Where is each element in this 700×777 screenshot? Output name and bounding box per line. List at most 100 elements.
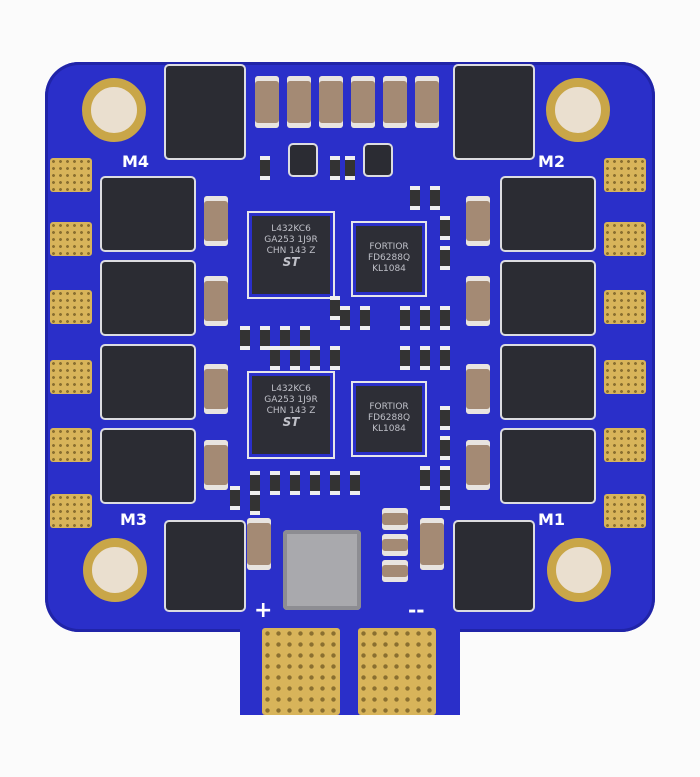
mosfet (502, 346, 594, 418)
mcu-chip: L432KC6 GA253 1J9R CHN 143 Z ST (252, 376, 330, 454)
smd-resistor (420, 470, 430, 486)
capacitor (204, 364, 228, 414)
smd-resistor (440, 470, 450, 486)
smd-resistor (440, 490, 450, 506)
smd-resistor (270, 350, 280, 366)
smd-resistor (310, 475, 320, 491)
motor-solder-pad (50, 222, 92, 256)
regulator (290, 145, 316, 175)
motor-solder-pad (604, 158, 646, 192)
driver-chip: FORTIOR FD6288Q KL1084 (356, 386, 422, 452)
capacitor (204, 196, 228, 246)
smd-resistor (350, 475, 360, 491)
mounting-hole (546, 78, 610, 142)
motor-solder-pad (604, 290, 646, 324)
smd-resistor (430, 190, 440, 206)
chip-text: L432KC6 (271, 224, 311, 234)
capacitor (287, 76, 311, 128)
capacitor (255, 76, 279, 128)
smd-resistor (420, 310, 430, 326)
negative-label: -- (408, 598, 425, 622)
st-logo: ST (282, 255, 300, 269)
smd-resistor (360, 310, 370, 326)
mosfet (102, 178, 194, 250)
chip-text: FD6288Q (367, 253, 411, 263)
positive-label: + (254, 598, 273, 623)
motor-solder-pad (604, 222, 646, 256)
chip-text: KL1084 (372, 264, 406, 274)
capacitor (415, 76, 439, 128)
chip-text: GA253 1J9R (264, 235, 318, 245)
motor-solder-pad (604, 428, 646, 462)
mosfet (102, 346, 194, 418)
chip-text: KL1084 (372, 424, 406, 434)
power-pad-positive (262, 628, 340, 715)
smd-resistor (290, 475, 300, 491)
capacitor (466, 196, 490, 246)
smd-resistor (270, 475, 280, 491)
capacitor (319, 76, 343, 128)
motor-label-m1: M1 (538, 510, 566, 529)
smd-resistor (440, 440, 450, 456)
smd-resistor (345, 160, 355, 176)
capacitor (466, 276, 490, 326)
smd-resistor (310, 350, 320, 366)
smd-resistor (440, 410, 450, 426)
mosfet (102, 262, 194, 334)
motor-label-m2: M2 (538, 152, 566, 171)
motor-solder-pad (50, 494, 92, 528)
capacitor (351, 76, 375, 128)
mosfet (102, 430, 194, 502)
mosfet (166, 522, 244, 610)
smd-resistor (440, 220, 450, 236)
capacitor (383, 76, 407, 128)
chip-text: FORTIOR (369, 402, 409, 412)
motor-solder-pad (50, 158, 92, 192)
capacitor (382, 560, 408, 582)
st-logo: ST (282, 415, 300, 429)
smd-resistor (420, 350, 430, 366)
capacitor (204, 440, 228, 490)
mounting-hole (547, 538, 611, 602)
smd-resistor (260, 330, 270, 346)
capacitor (382, 508, 408, 530)
motor-solder-pad (50, 290, 92, 324)
smd-resistor (230, 490, 240, 506)
capacitor (420, 518, 444, 570)
smd-resistor (240, 330, 250, 346)
smd-resistor (280, 330, 290, 346)
capacitor (466, 364, 490, 414)
smd-resistor (400, 310, 410, 326)
smd-resistor (290, 350, 300, 366)
chip-text: FD6288Q (367, 413, 411, 423)
capacitor (382, 534, 408, 556)
mounting-hole (83, 538, 147, 602)
mcu-chip: L432KC6 GA253 1J9R CHN 143 Z ST (252, 216, 330, 294)
inductor (283, 530, 361, 610)
smd-resistor (330, 160, 340, 176)
smd-resistor (410, 190, 420, 206)
motor-solder-pad (604, 494, 646, 528)
capacitor (204, 276, 228, 326)
smd-resistor (340, 310, 350, 326)
chip-text: GA253 1J9R (264, 395, 318, 405)
motor-solder-pad (50, 360, 92, 394)
motor-solder-pad (604, 360, 646, 394)
mosfet (502, 430, 594, 502)
smd-resistor (300, 330, 310, 346)
smd-resistor (400, 350, 410, 366)
smd-resistor (330, 475, 340, 491)
smd-resistor (250, 475, 260, 491)
chip-text: CHN 143 Z (266, 406, 316, 416)
smd-resistor (330, 350, 340, 366)
chip-text: L432KC6 (271, 384, 311, 394)
mosfet (166, 66, 244, 158)
mosfet (455, 66, 533, 158)
capacitor (466, 440, 490, 490)
mounting-hole (82, 78, 146, 142)
motor-solder-pad (50, 428, 92, 462)
mosfet (502, 178, 594, 250)
capacitor (247, 518, 271, 570)
smd-resistor (330, 300, 340, 316)
